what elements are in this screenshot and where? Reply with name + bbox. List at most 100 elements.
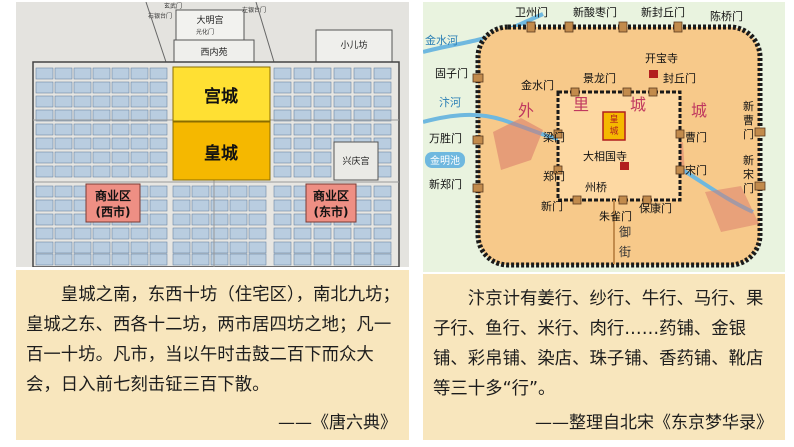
ward-block (73, 81, 92, 94)
imperial-city-label-bottom: 城 (609, 126, 618, 137)
ward-block (313, 151, 332, 164)
ward-block (333, 67, 352, 80)
ward-block (313, 137, 332, 150)
bianjing-map-svg: 金水河 汴河 金明池 皇 城 御 街 外 里 城 (423, 2, 785, 272)
song-gate-label: 宋门 (685, 163, 707, 177)
ward-block (313, 67, 332, 80)
ward-block (149, 165, 168, 178)
ward-block (149, 199, 168, 212)
xingqing-palace-label: 兴庆宫 (342, 155, 369, 167)
ward-block (333, 227, 352, 240)
ward-block (293, 81, 312, 94)
ward-block (172, 185, 191, 198)
imperial-city (172, 121, 271, 181)
zhouqiao-label: 州桥 (585, 181, 607, 194)
ward-block (210, 213, 229, 226)
ward-block (191, 253, 210, 266)
ward-block (92, 253, 111, 266)
ward-block (35, 213, 54, 226)
ward-block (229, 241, 248, 254)
ward-block (73, 123, 92, 136)
ward-block (35, 95, 54, 108)
west-market (85, 183, 141, 223)
xiao-er-fang-label: 小儿坊 (340, 39, 367, 51)
ward-block (172, 227, 191, 240)
ward-block (149, 185, 168, 198)
ward-block (191, 241, 210, 254)
ward-block (373, 123, 392, 136)
jinming-pond (425, 152, 465, 168)
ward-block (92, 95, 111, 108)
ward-block (73, 109, 92, 122)
palace-city (172, 66, 271, 122)
ward-block (273, 123, 292, 136)
xiao-er-fang-area (315, 29, 393, 63)
ward-block (54, 213, 73, 226)
ward-block (54, 185, 73, 198)
ward-block (35, 227, 54, 240)
ward-block (92, 227, 111, 240)
ward-block (353, 253, 372, 266)
ward-block (273, 213, 292, 226)
dongjing-menghua-quote: 汴京计有姜行、纱行、牛行、马行、果子行、鱼行、米行、肉行……药铺、金银铺、彩帛铺… (433, 289, 764, 399)
right-caption-box: 汴京计有姜行、纱行、牛行、马行、果子行、鱼行、米行、肉行……药铺、金银铺、彩帛铺… (423, 274, 785, 440)
ward-block (172, 213, 191, 226)
ward-block (353, 241, 372, 254)
ward-block (373, 81, 392, 94)
ward-block (149, 67, 168, 80)
gate-markers (472, 21, 766, 205)
new-song-gate-label-1: 新 (743, 153, 754, 167)
palace-city-label: 宫城 (204, 86, 238, 107)
ward-block (293, 109, 312, 122)
ward-block (210, 227, 229, 240)
xingqing-palace-area (333, 141, 379, 181)
ward-block (92, 151, 111, 164)
ward-block (229, 253, 248, 266)
ward-block (54, 165, 73, 178)
ward-block (149, 95, 168, 108)
ward-block (293, 137, 312, 150)
ward-block (111, 109, 130, 122)
daxiangguo-temple-icon (620, 162, 629, 170)
ward-block (248, 199, 267, 212)
ward-block (313, 81, 332, 94)
ward-block (35, 185, 54, 198)
ward-block (130, 241, 149, 254)
ward-block (273, 241, 292, 254)
ward-block (92, 81, 111, 94)
ward-block (54, 81, 73, 94)
ward-block (333, 123, 352, 136)
xin-cao-gate-label-2: 曹 (743, 114, 754, 127)
ward-block (130, 253, 149, 266)
bianjing-map: 金水河 汴河 金明池 皇 城 御 街 外 里 城 (423, 2, 785, 272)
ward-block (130, 151, 149, 164)
jinming-pond-label: 金明池 (430, 154, 460, 167)
ward-block (35, 123, 54, 136)
ward-block (313, 165, 332, 178)
ward-block (54, 241, 73, 254)
outer-char-wai: 外 (518, 101, 534, 120)
daming-palace-area (175, 9, 245, 41)
ward-block (73, 137, 92, 150)
ward-block (111, 95, 130, 108)
west-garden-label: 西内苑 (200, 46, 227, 58)
ward-block (293, 151, 312, 164)
west-market-label-line1: 商业区 (95, 188, 131, 203)
ward-block (73, 151, 92, 164)
ward-block (35, 109, 54, 122)
west-market-label-line2: (西市) (96, 204, 131, 219)
outer-char-cheng: 城 (691, 101, 707, 120)
ward-block (293, 67, 312, 80)
ward-block (73, 165, 92, 178)
ward-block (353, 199, 372, 212)
ward-block (353, 67, 372, 80)
east-market-label-line1: 商业区 (313, 188, 349, 203)
ward-block (273, 95, 292, 108)
ward-block (54, 123, 73, 136)
ward-block (293, 241, 312, 254)
ward-block (111, 67, 130, 80)
ward-block (248, 185, 267, 198)
ward-block (191, 227, 210, 240)
dongjing-menghua-source: ——整理自北宋《东京梦华录》 (535, 413, 773, 433)
ward-block (191, 199, 210, 212)
